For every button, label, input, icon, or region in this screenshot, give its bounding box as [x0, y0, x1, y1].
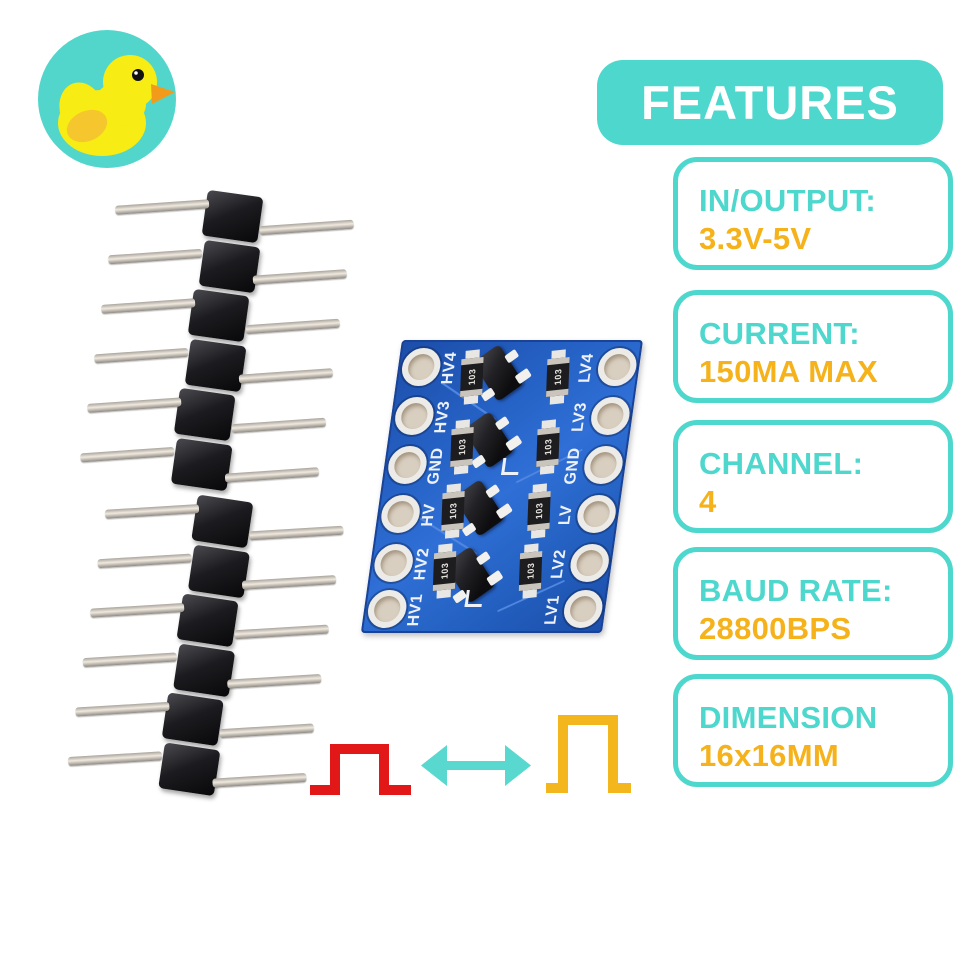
- bidirectional-arrow-icon: [421, 745, 531, 786]
- spec-card-channel: CHANNEL: 4: [673, 420, 953, 533]
- header-block: [201, 189, 264, 244]
- resistor-103: 103: [546, 356, 570, 398]
- pin-label-hv3: HV3: [431, 400, 454, 434]
- level-shift-diagram: [310, 715, 631, 795]
- high-voltage-pulse-icon: [546, 715, 631, 793]
- duck-logo: [38, 30, 176, 168]
- spec-card-dimension: DIMENSION 16x16MM: [673, 674, 953, 787]
- resistor-103: 103: [460, 356, 484, 398]
- header-block: [191, 494, 254, 549]
- header-block: [187, 288, 250, 343]
- spec-card-inoutput: IN/OUTPUT: 3.3V-5V: [673, 157, 953, 270]
- pin: [101, 297, 196, 314]
- pin: [115, 198, 210, 215]
- spec-value: 28800BPS: [699, 610, 852, 646]
- pin: [227, 673, 322, 689]
- duck-icon: [38, 30, 176, 168]
- pin: [249, 525, 344, 540]
- pin: [82, 651, 178, 667]
- header-block: [161, 692, 224, 747]
- level-converter-pcb: HV4 HV3 GND HV HV2 HV1 LV4 LV3 GND LV LV…: [360, 340, 643, 633]
- resistor-103: 103: [527, 490, 551, 532]
- spec-label: CHANNEL:: [699, 445, 864, 481]
- header-block: [173, 387, 236, 442]
- pin-header-top: [77, 175, 356, 505]
- features-title: FEATURES: [641, 76, 899, 129]
- pin: [212, 772, 307, 788]
- pin: [97, 553, 192, 568]
- header-block: [184, 338, 247, 393]
- pin: [104, 503, 200, 519]
- pin: [80, 446, 175, 462]
- pin-label-hv1: HV1: [404, 593, 427, 627]
- spec-value: 3.3V-5V: [699, 220, 812, 256]
- header-block: [173, 643, 236, 698]
- pin: [234, 624, 329, 639]
- silkscreen-bracket: [501, 458, 521, 475]
- spec-label: CURRENT:: [699, 315, 860, 351]
- features-header: FEATURES: [597, 60, 943, 145]
- pin-label-lv3: LV3: [569, 402, 591, 432]
- pin-label-lv: LV: [555, 504, 576, 526]
- pin: [87, 396, 182, 413]
- low-voltage-pulse-icon: [310, 744, 411, 795]
- pin: [108, 248, 203, 264]
- spec-value: 16x16MM: [699, 737, 839, 773]
- header-block: [158, 742, 221, 797]
- pin: [224, 466, 320, 483]
- spec-card-current: CURRENT: 150MA MAX: [673, 290, 953, 403]
- spec-value: 4: [699, 483, 717, 519]
- header-block: [170, 437, 233, 492]
- pin: [252, 268, 348, 285]
- pin-label-lv1: LV1: [541, 595, 564, 625]
- spec-card-baudrate: BAUD RATE: 28800BPS: [673, 547, 953, 660]
- pin: [90, 602, 185, 618]
- pin-label-lv4: LV4: [575, 353, 598, 383]
- header-block: [187, 544, 250, 599]
- pin: [75, 701, 170, 717]
- spec-label: IN/OUTPUT:: [699, 182, 876, 218]
- resistor-103: 103: [518, 550, 543, 592]
- spec-label: DIMENSION: [699, 699, 878, 735]
- spec-label: BAUD RATE:: [699, 572, 893, 608]
- pin: [259, 219, 355, 235]
- pin: [231, 417, 327, 433]
- spec-value: 150MA MAX: [699, 353, 878, 389]
- pin: [238, 367, 334, 384]
- header-block: [176, 593, 239, 648]
- header-block: [198, 239, 261, 294]
- resistor-103: 103: [432, 550, 457, 592]
- pin: [245, 318, 341, 334]
- pin: [241, 574, 337, 590]
- resistor-103: 103: [450, 426, 474, 468]
- pin: [94, 347, 189, 363]
- silkscreen-bracket: [464, 590, 484, 607]
- pin: [67, 750, 163, 766]
- pin-label-lv2: LV2: [548, 549, 570, 579]
- resistor-103: 103: [536, 426, 560, 468]
- resistor-103: 103: [441, 490, 465, 532]
